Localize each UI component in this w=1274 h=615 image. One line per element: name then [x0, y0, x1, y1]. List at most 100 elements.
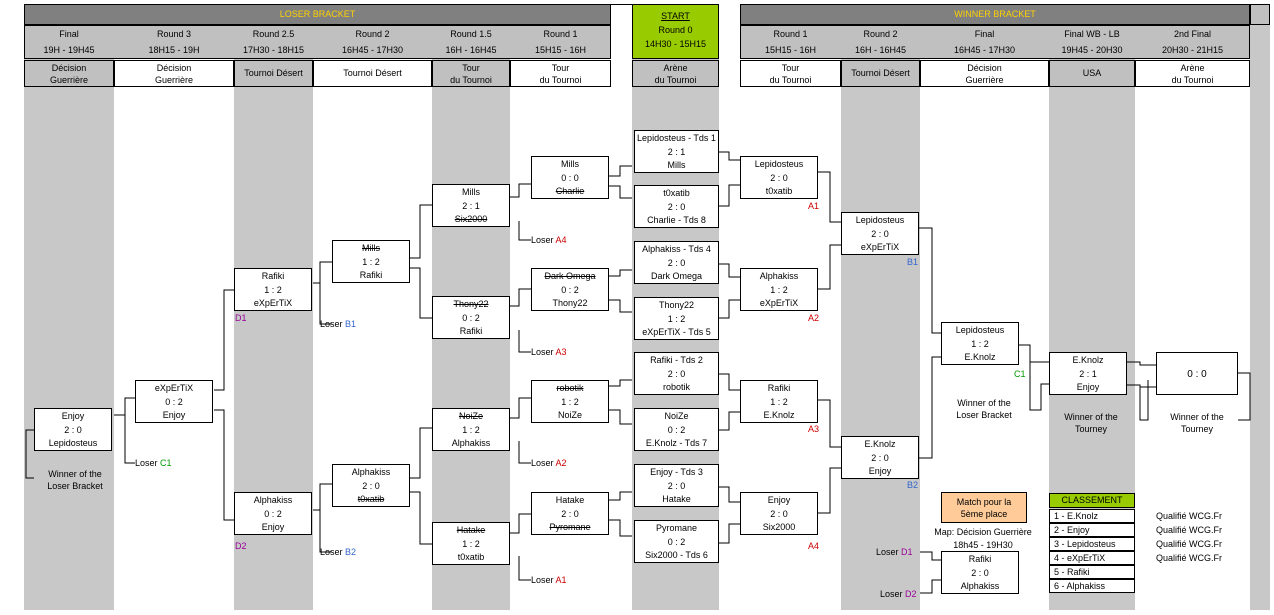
header-strip-left	[611, 4, 632, 25]
player-bottom: robotik	[662, 382, 690, 392]
venue-line: du Tournoi	[769, 75, 812, 85]
loser-prefix: Loser	[320, 319, 343, 329]
player-top: Rafiki	[767, 383, 791, 393]
round-name: Round 3	[156, 29, 192, 39]
player-top: Dark Omega	[544, 271, 596, 281]
venue-line: Tournoi Désert	[244, 68, 303, 78]
start-header: START Round 0 14H30 - 15H15	[632, 4, 719, 59]
round-name: 2nd Final	[1173, 29, 1212, 39]
player-top: NoiZe	[664, 411, 689, 421]
match-score: 2 : 0	[667, 368, 686, 379]
player-bottom: Charlie - Tds 8	[647, 215, 706, 225]
match-l2a: Mills 1 : 2 Rafiki	[332, 240, 410, 283]
player-bottom: Pyromane	[549, 522, 591, 532]
round-time: 16H45 - 17H30	[953, 45, 1016, 55]
player-bottom: Rafiki	[359, 270, 383, 280]
loser-tag-code: B2	[345, 547, 357, 557]
player-top: Alphakiss - Tds 4	[642, 244, 711, 254]
venue-l_r25: Tournoi Désert	[234, 60, 313, 87]
band-w-r2	[841, 25, 920, 610]
loser-prefix: Loser	[531, 347, 554, 357]
player-top: Mills	[362, 243, 380, 253]
venue-line: Tournoi Désert	[851, 68, 910, 78]
venue-w_r1: Tour du Tournoi	[740, 60, 841, 87]
player-bottom: t0xatib	[457, 552, 485, 562]
round-time: 17H30 - 18H15	[242, 45, 305, 55]
player-top: Thony22	[658, 300, 695, 310]
loser-tag-d2: Loser D2	[880, 589, 917, 599]
tag-d2-l: D2	[235, 541, 247, 551]
tag-c1-w: C1	[1014, 369, 1026, 379]
venue-line: Tour	[462, 63, 480, 73]
venue-line: Tour	[781, 63, 800, 73]
ranking-row: 1 - E.Knolz	[1049, 509, 1135, 523]
round-time: 19H45 - 20H30	[1061, 45, 1123, 55]
ranking-title: CLASSEMENT	[1049, 493, 1135, 508]
loser-tag-code: A3	[555, 347, 567, 357]
loser-prefix: Loser	[876, 547, 899, 557]
player-bottom: Mills	[667, 160, 686, 170]
match-score: 2 : 1	[667, 146, 686, 157]
ranking-row: 3 - Lepidosteus	[1049, 537, 1135, 551]
round-time: 16H - 16H45	[854, 45, 907, 55]
player-bottom: Enjoy	[162, 410, 186, 420]
player-bottom: E.Knolz	[763, 410, 795, 420]
match-score: 2 : 0	[871, 452, 889, 463]
player-bottom: Dark Omega	[650, 271, 703, 281]
round-name: Round 1.5	[450, 29, 492, 39]
match-score: 2 : 0	[667, 201, 686, 212]
loser-tag-code: D2	[905, 589, 917, 599]
player-bottom: E.Knolz	[964, 352, 996, 362]
loser-tag-code: C1	[160, 458, 172, 468]
match-score: 2 : 1	[462, 200, 480, 211]
match-score: 1 : 2	[362, 256, 380, 267]
round-name: Final WB - LB	[1064, 29, 1120, 39]
round-time: 15H15 - 16H	[534, 45, 587, 55]
round-header-bg-left	[24, 25, 611, 59]
player-bottom: Lepidosteus	[48, 438, 98, 448]
ranking-row: 5 - Rafiki	[1049, 565, 1135, 579]
player-bottom: Charlie	[555, 186, 585, 196]
round-name: Final	[59, 29, 79, 39]
venue-line: du Tournoi	[450, 75, 492, 85]
player-bottom: Six2000 - Tds 6	[645, 550, 708, 560]
match-score: 2 : 1	[1079, 368, 1097, 379]
band-l-final	[24, 25, 114, 610]
player-top: Mills	[462, 187, 480, 197]
venue-line: du Tournoi	[1171, 75, 1214, 85]
match-2nd-final: 0 : 0	[1156, 352, 1238, 395]
venue-line: Guerrière	[965, 75, 1004, 85]
tag-a3-w: A3	[808, 424, 820, 434]
match-score: 2 : 0	[770, 172, 788, 183]
player-bottom: eXpErTiX	[860, 242, 900, 252]
round-header-w_r2: Round 2 16H - 16H45	[841, 28, 920, 57]
player-bottom: Enjoy	[868, 466, 892, 476]
player-top: Rafiki - Tds 2	[650, 355, 703, 365]
ranking-row: 2 - Enjoy	[1049, 523, 1135, 537]
player-bottom: Enjoy	[1076, 382, 1100, 392]
round-header-w_fwl: Final WB - LB 19H45 - 20H30	[1049, 28, 1135, 57]
player-top: E.Knolz	[1072, 355, 1104, 365]
player-bottom: Thony22	[552, 298, 588, 308]
round-name: Round 2	[863, 29, 898, 39]
